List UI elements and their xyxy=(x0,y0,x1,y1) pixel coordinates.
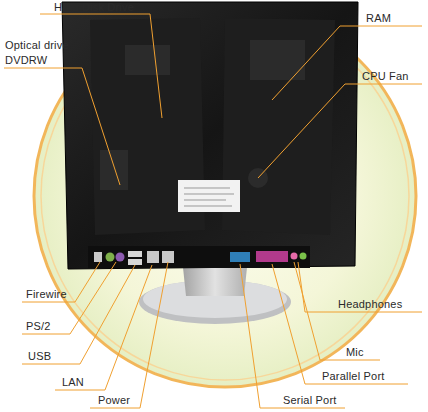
leader-lines xyxy=(4,14,422,408)
port-panel xyxy=(88,246,310,268)
monitor-back xyxy=(62,2,358,269)
sticker-lines xyxy=(184,188,234,206)
part-label: Power xyxy=(98,393,130,407)
part-label: LAN xyxy=(62,375,84,389)
part-label: Serial Port xyxy=(283,393,337,407)
part-label: Headphones xyxy=(338,297,402,311)
part-label: Firewire xyxy=(26,287,67,301)
part-label: Mic xyxy=(346,345,364,359)
vent-grille xyxy=(100,40,305,190)
sticker xyxy=(178,180,240,212)
part-label: Optical drive DVDRW xyxy=(5,38,85,68)
part-label: RAM xyxy=(366,11,391,25)
part-label: Hard Disk Drive xyxy=(54,0,134,14)
ports xyxy=(94,251,307,265)
part-label: CPU Fan xyxy=(362,69,409,83)
part-label: Parallel Port xyxy=(322,369,385,383)
part-label: PS/2 xyxy=(26,319,51,333)
part-label: USB xyxy=(28,349,51,363)
